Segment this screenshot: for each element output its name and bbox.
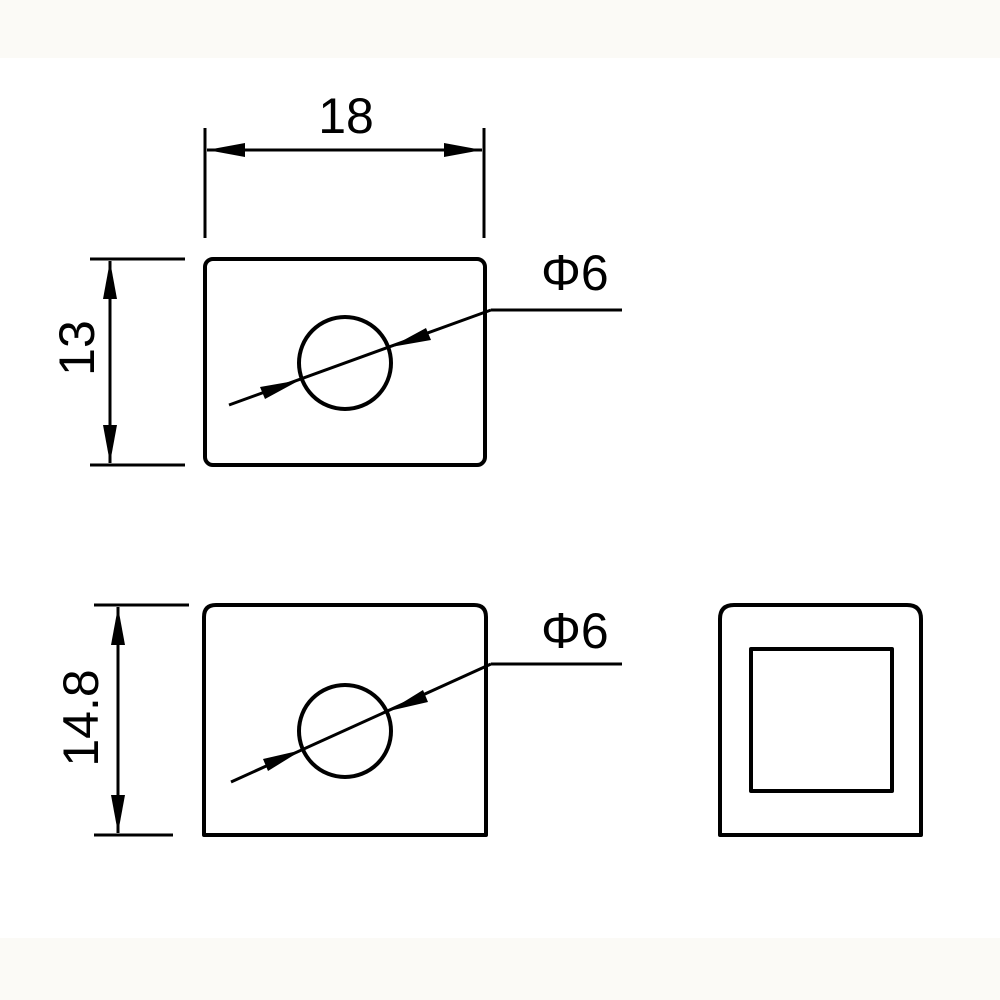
- width-arrow-right: [444, 143, 482, 157]
- height148-arrow-top: [111, 607, 125, 645]
- side-view: [718, 603, 923, 837]
- front-view-hole: [297, 683, 393, 779]
- height148-dimension-label: 14.8: [53, 669, 109, 766]
- top-hole-leader-arrow-lower: [260, 380, 300, 399]
- height13-arrow-bottom: [103, 425, 117, 463]
- front-view: 14.8 Φ6: [53, 603, 622, 837]
- height13-dimension-label: 13: [49, 320, 105, 376]
- front-view-outline: [202, 603, 488, 837]
- top-view-hole: [297, 315, 393, 411]
- front-hole-leader-arrow-lower: [263, 750, 302, 771]
- bottom-margin-band: [0, 938, 1000, 1000]
- top-hole-diameter-label: Φ6: [541, 245, 609, 301]
- top-view: 18 13 Φ6: [49, 88, 622, 467]
- height148-arrow-bottom: [111, 795, 125, 833]
- top-hole-leader-arrow-upper: [391, 328, 431, 347]
- side-view-inner-square: [749, 647, 894, 793]
- height13-arrow-top: [103, 261, 117, 299]
- width-dimension-label: 18: [318, 88, 374, 144]
- width-arrow-left: [207, 143, 245, 157]
- front-hole-diameter-label: Φ6: [541, 603, 609, 659]
- side-view-outline: [718, 603, 923, 837]
- front-hole-leader-arrow-upper: [389, 690, 428, 711]
- top-margin-band: [0, 0, 1000, 58]
- top-view-outline: [203, 257, 487, 467]
